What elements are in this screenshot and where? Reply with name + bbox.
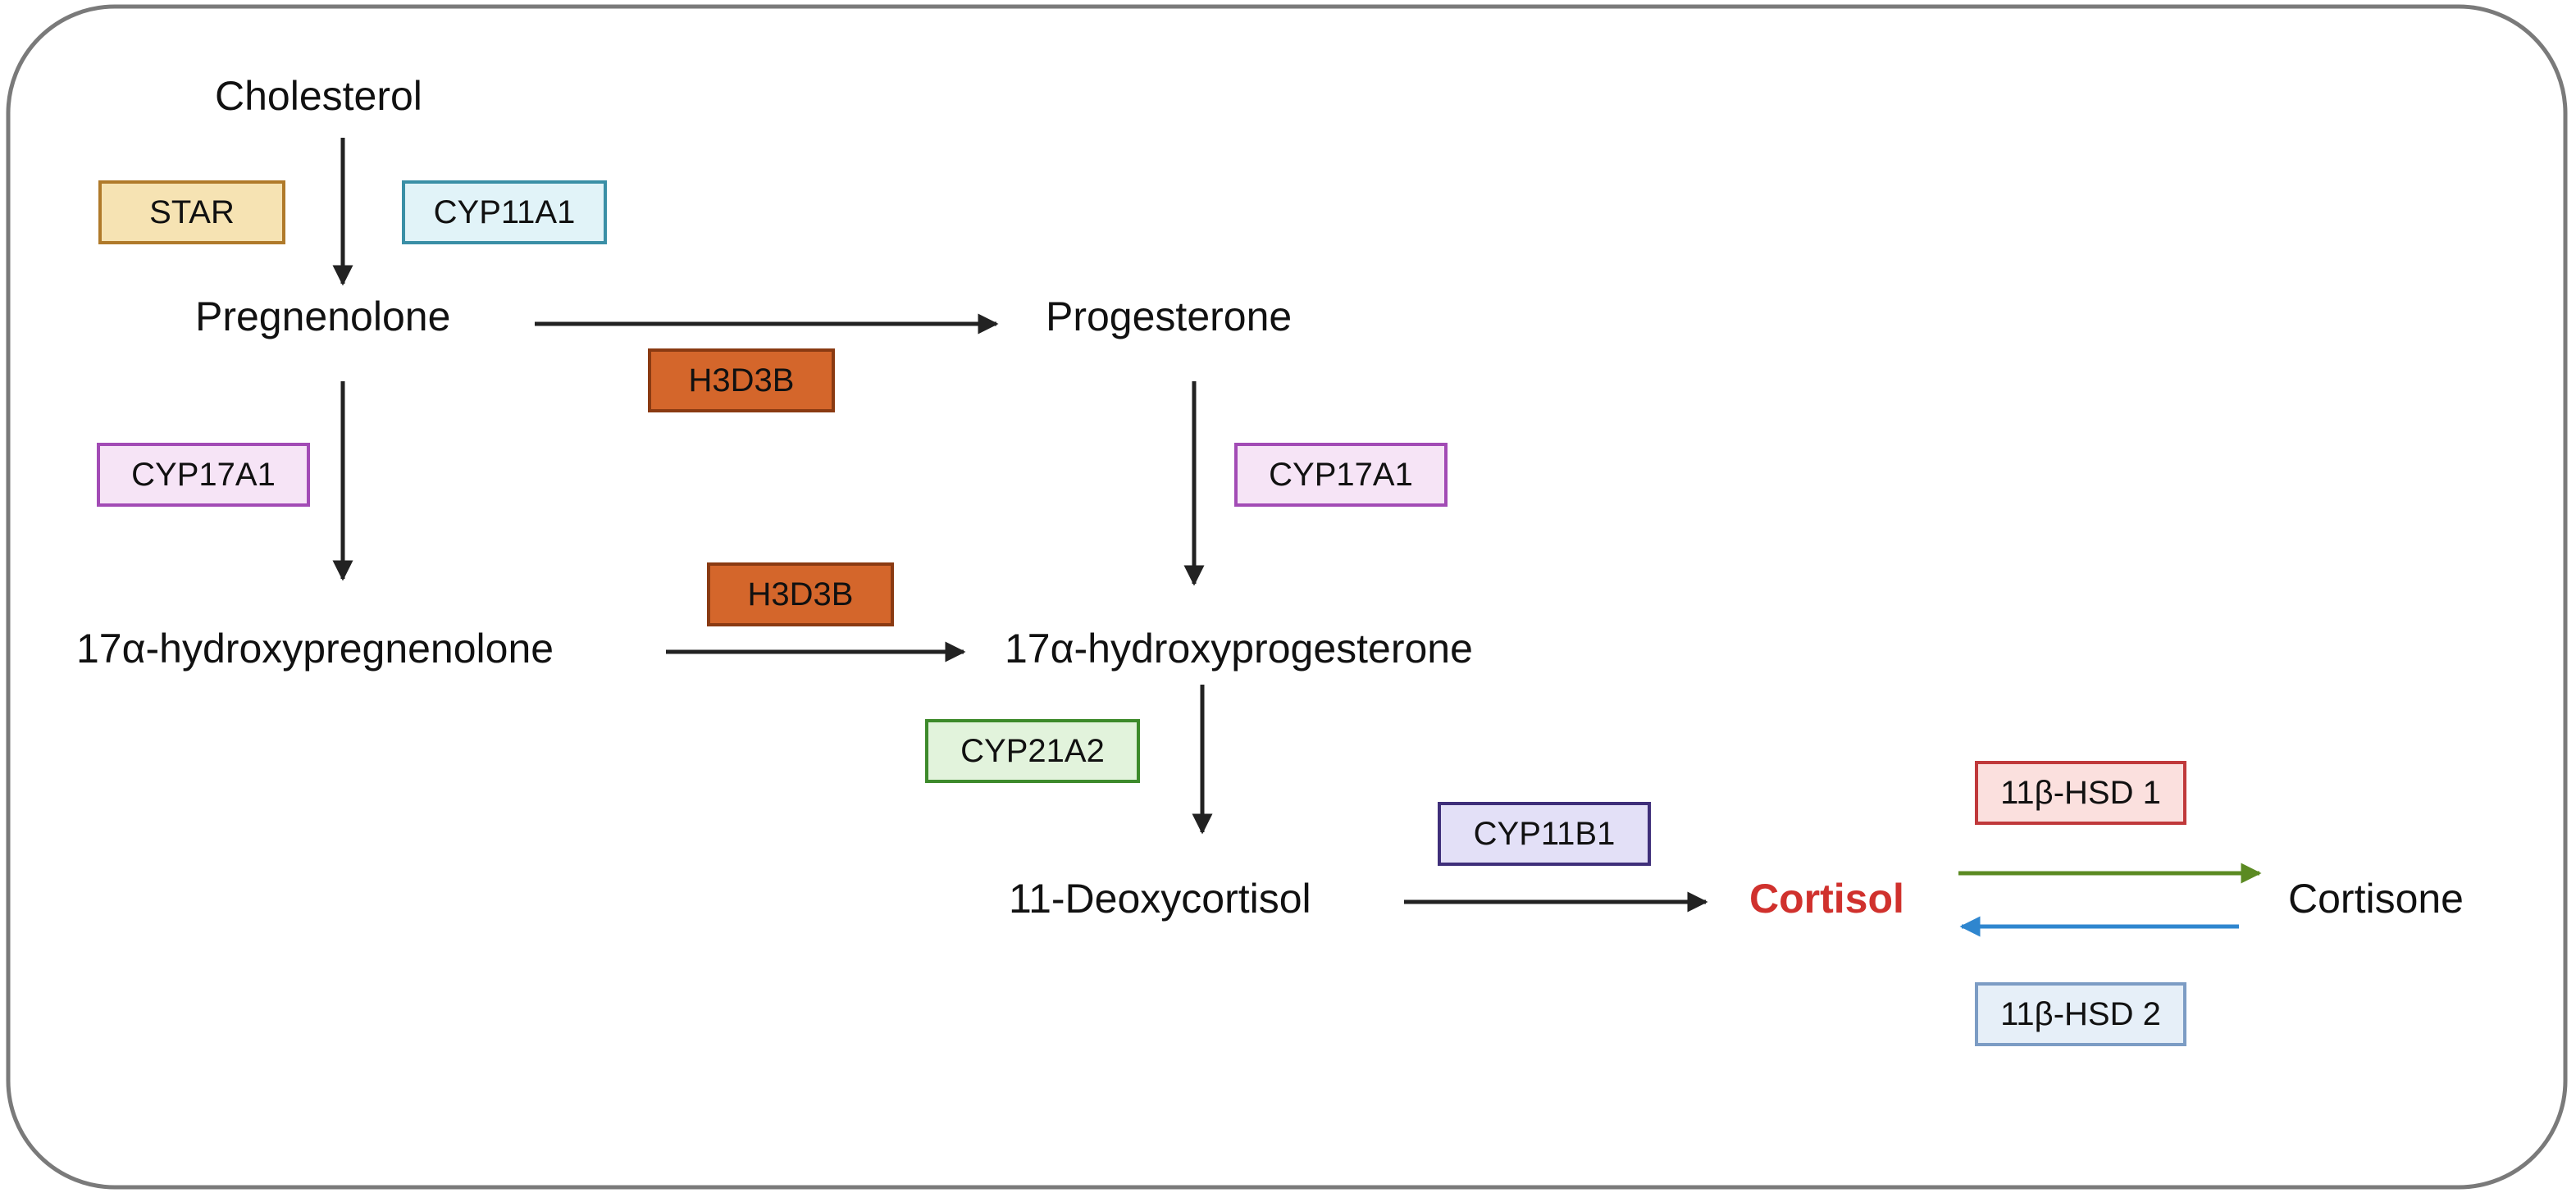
label-11-deoxycortisol: 11-Deoxycortisol <box>1009 876 1311 922</box>
enzyme-h3d3b-middle: H3D3B <box>707 562 894 626</box>
label-cortisone: Cortisone <box>2288 876 2464 922</box>
label-cholesterol: Cholesterol <box>215 73 422 119</box>
enzyme-h3d3b-top: H3D3B <box>648 348 835 412</box>
enzyme-cyp11a1: CYP11A1 <box>402 180 607 244</box>
enzyme-11b-hsd-1: 11β-HSD 1 <box>1975 761 2186 825</box>
enzyme-cyp17a1-right: CYP17A1 <box>1234 443 1448 507</box>
label-progesterone: Progesterone <box>1046 294 1293 339</box>
diagram-border <box>6 4 2568 1190</box>
label-pregnenolone: Pregnenolone <box>195 294 451 339</box>
enzyme-cyp17a1-left: CYP17A1 <box>97 443 310 507</box>
label-cortisol: Cortisol <box>1749 876 1904 922</box>
label-17a-hydroxyprogesterone: 17α-hydroxyprogesterone <box>1005 626 1473 672</box>
enzyme-cyp21a2: CYP21A2 <box>925 719 1140 783</box>
label-17a-hydroxypregnenolone: 17α-hydroxypregnenolone <box>76 626 554 672</box>
enzyme-star: STAR <box>98 180 285 244</box>
enzyme-cyp11b1: CYP11B1 <box>1438 802 1651 866</box>
enzyme-11b-hsd-2: 11β-HSD 2 <box>1975 982 2186 1046</box>
